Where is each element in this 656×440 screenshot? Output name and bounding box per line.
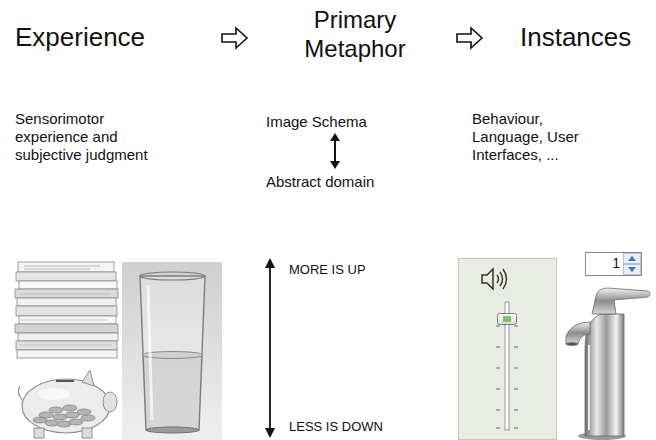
newspaper-stack-part: [15, 289, 118, 298]
number-spinner-part: [586, 253, 642, 276]
piggy-bank-part-part: [49, 407, 63, 413]
double-arrow-part: [334, 140, 336, 162]
volume-slider-part-part: [514, 428, 518, 429]
volume-slider-part: [500, 272, 503, 286]
volume-slider-part: [497, 275, 499, 283]
newspaper-stack-part: [16, 272, 116, 281]
water-glass-part: [140, 272, 205, 280]
volume-slider-part-part: [496, 368, 500, 369]
newspaper-stack-part: [24, 266, 100, 267]
piggy-bank-part: [22, 379, 110, 433]
volume-slider-part-part: [514, 410, 518, 411]
volume-slider-part: [498, 314, 517, 325]
water-glass: [122, 262, 222, 440]
faucet-part: [566, 342, 578, 346]
scale-arrow: [265, 258, 275, 438]
column-description: Sensorimotor experience and subjective j…: [15, 110, 165, 164]
newspaper-stack-part: [24, 269, 90, 270]
number-spinner-part: [624, 265, 641, 275]
volume-slider-part-part: [496, 410, 500, 411]
piggy-bank-part: [38, 388, 70, 400]
piggy-bank-part-part: [81, 415, 95, 421]
volume-slider-part-part: [514, 347, 518, 348]
newspaper-stack-part: [19, 281, 117, 289]
metaphor-label: MORE IS UP: [289, 262, 409, 278]
newspaper-stack-part: [16, 306, 117, 316]
metaphor-label: LESS IS DOWN: [289, 419, 429, 435]
newspaper-stack-part: [20, 294, 110, 295]
scale-arrow-part: [269, 266, 271, 430]
column-heading: Instances: [520, 22, 650, 53]
double-arrow-part: [330, 161, 340, 169]
piggy-bank-part-part: [77, 409, 91, 415]
newspaper-stack-part: [17, 298, 116, 306]
newspaper-stack-part: [17, 350, 117, 358]
volume-slider-part-part: [496, 326, 500, 327]
faucet-part: [585, 314, 624, 436]
volume-slider-part-part: [496, 428, 500, 429]
piggy-bank-part-part: [69, 419, 83, 425]
water-glass-part: [148, 285, 152, 420]
newspaper-stack-part: [18, 262, 114, 272]
volume-slider-part: [503, 316, 511, 322]
volume-slider-part: [503, 269, 507, 289]
scale-arrow-part: [265, 428, 275, 438]
double-arrow-part: [330, 133, 340, 141]
volume-slider-part-part: [514, 368, 518, 369]
schema-label: Image Schema: [266, 113, 416, 131]
faucet-part: [588, 345, 590, 430]
piggy-bank-part: [56, 380, 74, 382]
number-spinner-part: [628, 267, 636, 272]
newspaper-stack-part: [18, 333, 118, 341]
newspaper-stack-part: [16, 341, 117, 350]
newspaper-stack-part: [20, 320, 108, 321]
piggy-bank-part: [82, 428, 92, 438]
volume-slider: [459, 259, 557, 440]
water-glass-part: [122, 262, 222, 440]
number-spinner-part: [624, 254, 641, 264]
water-glass-part: [140, 276, 205, 430]
piggy-bank-part: [82, 370, 94, 386]
piggy-bank-part: [34, 428, 44, 438]
spinner-value: 1: [588, 255, 620, 272]
water-glass-part: [146, 427, 199, 433]
hollow-arrow-part: [222, 28, 247, 48]
newspaper-stack-part: [19, 316, 116, 324]
number-spinner: [586, 253, 642, 276]
faucet-part: [592, 288, 650, 314]
hollow-arrow-part: [457, 28, 482, 48]
piggy-bank-part: [18, 386, 22, 400]
column-heading: Primary Metaphor: [285, 6, 425, 64]
photo-gap: [119, 262, 121, 440]
faucet: [566, 288, 650, 440]
volume-slider-part: [459, 259, 557, 440]
newspaper-stack-part: [20, 345, 112, 346]
domain-label: Abstract domain: [266, 173, 416, 191]
volume-slider-part: [496, 326, 518, 428]
volume-slider-part-part: [514, 389, 518, 390]
scale-arrow-part: [265, 258, 275, 268]
double-arrow: [330, 133, 340, 169]
faucet-part: [566, 322, 590, 344]
volume-slider-part: [482, 269, 493, 289]
volume-slider-part-part: [496, 347, 500, 348]
piggy-bank-part-part: [39, 412, 53, 418]
volume-slider-part-part: [514, 326, 518, 327]
piggy-bank-part: [33, 405, 95, 427]
piggy-bank-part: [103, 392, 117, 412]
newspaper-stack: [15, 262, 118, 358]
newspaper-stack-part: [15, 324, 118, 333]
piggy-bank: [18, 370, 117, 438]
number-spinner-part: [628, 256, 636, 261]
piggy-bank-part-part: [63, 405, 77, 411]
column-description: Behaviour, Language, User Interfaces, ..…: [472, 110, 612, 164]
volume-slider-part-part: [496, 389, 500, 390]
column-heading: Experience: [15, 22, 205, 53]
